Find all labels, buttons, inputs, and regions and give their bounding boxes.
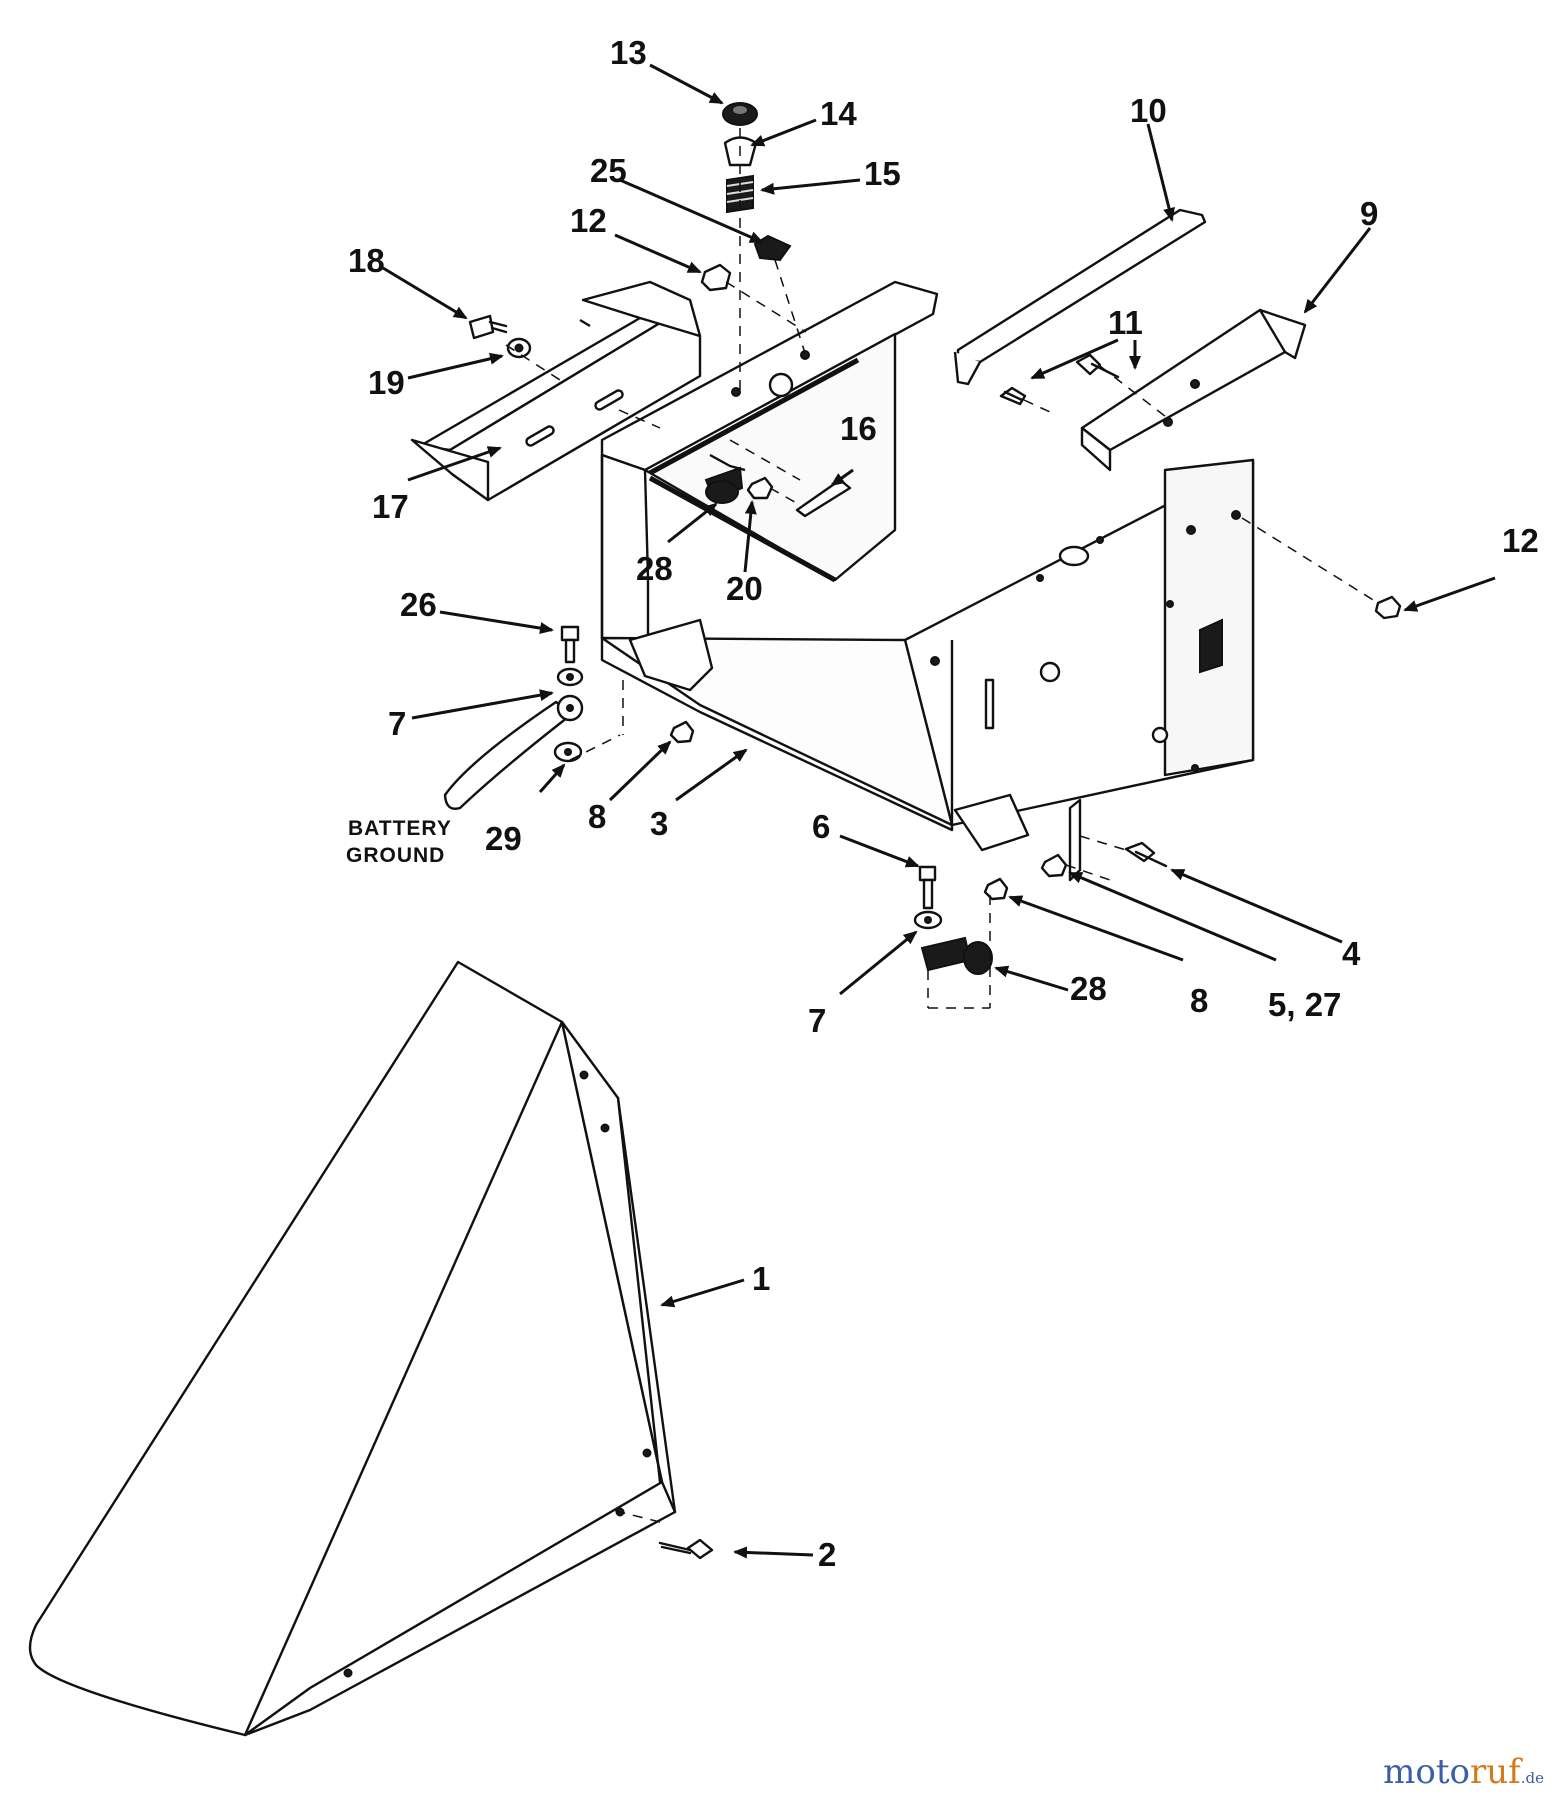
label-10: 10: [1130, 92, 1167, 129]
watermark-suffix: .de: [1520, 1769, 1544, 1787]
label-28-bottom: 28: [1070, 970, 1107, 1007]
shield-panel: [28, 960, 677, 1737]
label-7-bottom: 7: [808, 1002, 826, 1039]
label-19: 19: [368, 364, 405, 401]
label-1: 1: [752, 1260, 770, 1297]
label-8-bottom: 8: [1190, 982, 1208, 1019]
watermark-logo: motoruf.de: [1383, 1752, 1544, 1792]
label-9: 9: [1360, 195, 1378, 232]
label-26: 26: [400, 586, 437, 623]
hold-down-bracket: [410, 280, 702, 502]
label-11: 11: [1108, 304, 1143, 341]
label-20: 20: [726, 570, 763, 607]
label-17: 17: [372, 488, 409, 525]
battery-box: [600, 280, 1255, 882]
label-8-left: 8: [588, 798, 606, 835]
label-5-27: 5, 27: [1268, 986, 1341, 1023]
label-18: 18: [348, 242, 385, 279]
label-13: 13: [610, 34, 647, 71]
assembly-lines: [505, 128, 1379, 1523]
leader-arrows: [382, 63, 1496, 1559]
battery-ground-label-line1: BATTERY: [348, 817, 452, 840]
label-12-right: 12: [1502, 522, 1539, 559]
label-7-left: 7: [388, 705, 406, 742]
rail-9: [1080, 308, 1307, 472]
label-2: 2: [818, 1536, 836, 1573]
watermark-brand-a: moto: [1383, 1752, 1471, 1792]
watermark-brand-b: ruf: [1470, 1752, 1521, 1792]
battery-ground-label-line2: GROUND: [346, 844, 445, 867]
label-29: 29: [485, 820, 522, 857]
label-25: 25: [590, 152, 627, 189]
label-16: 16: [840, 410, 877, 447]
label-28-top: 28: [636, 550, 673, 587]
hardware: [443, 102, 1402, 1560]
label-6: 6: [812, 808, 830, 845]
label-4: 4: [1342, 935, 1361, 972]
label-3: 3: [650, 805, 668, 842]
label-12-top: 12: [570, 202, 607, 239]
label-15: 15: [864, 155, 901, 192]
callout-labels: 13 14 15 25 12 10 9 18 11 19 16 17 28 20…: [346, 34, 1539, 1573]
label-14: 14: [820, 95, 857, 132]
rail-10: [953, 208, 1207, 386]
